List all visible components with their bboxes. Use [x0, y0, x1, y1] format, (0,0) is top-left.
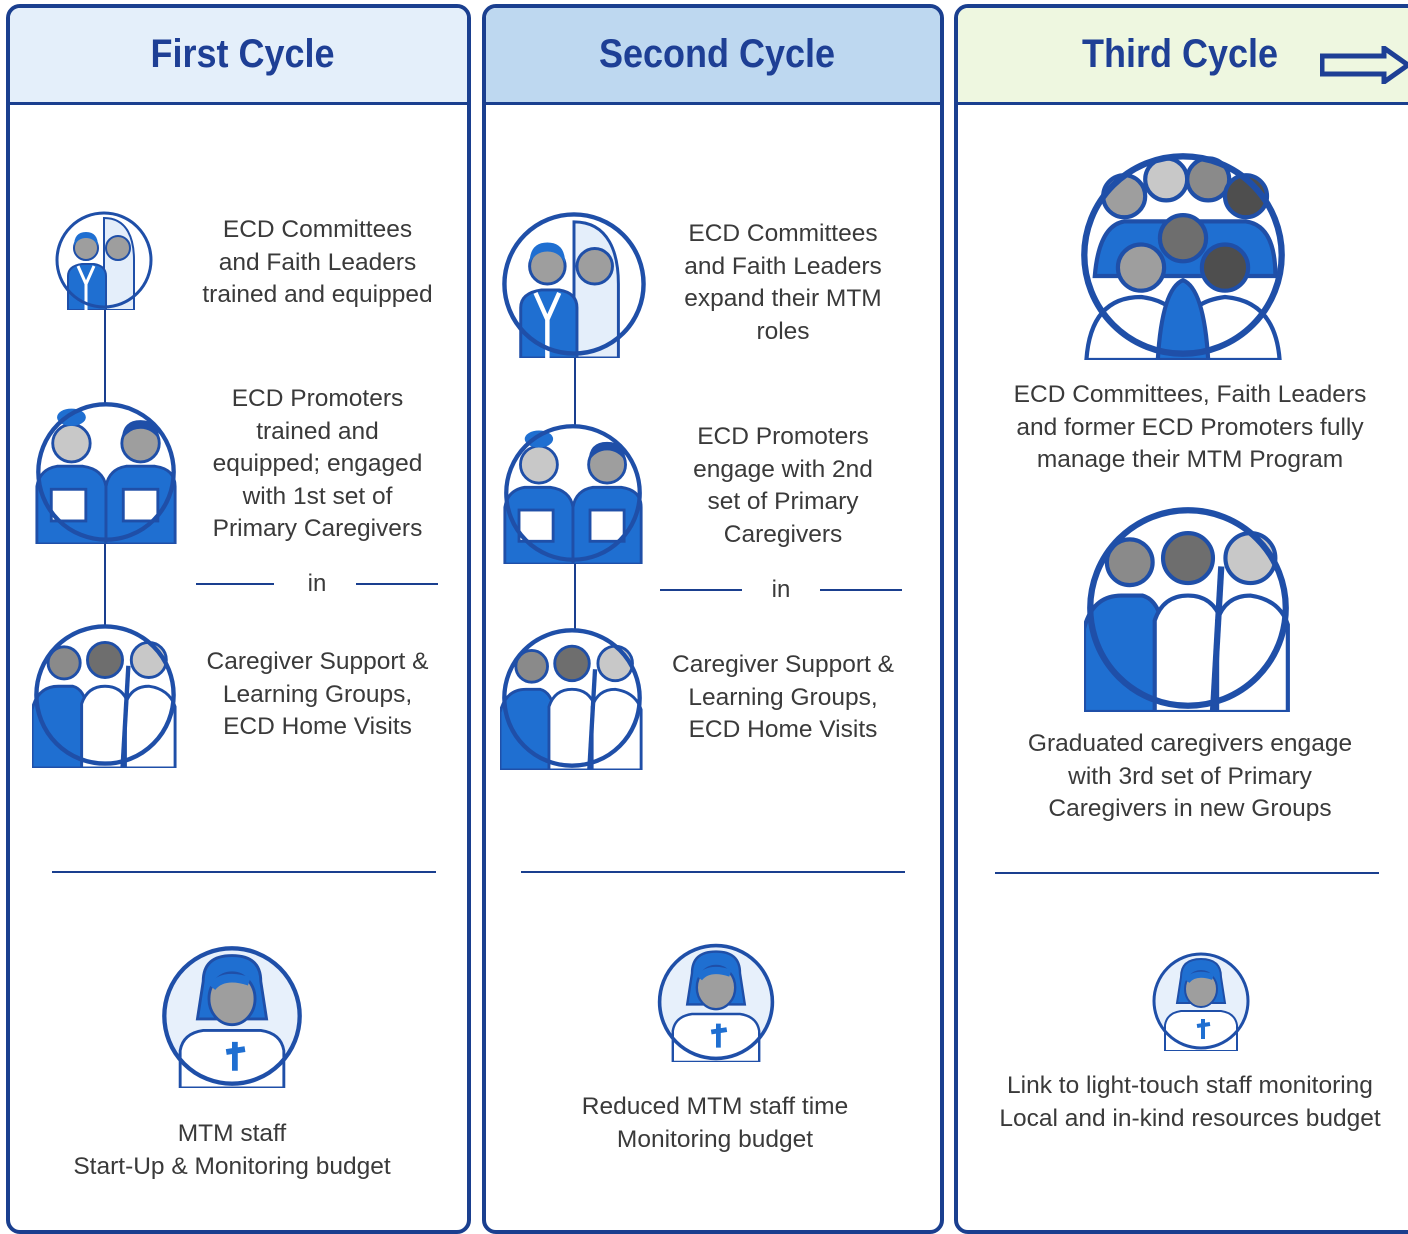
section-divider [52, 871, 436, 873]
community-group-icon [1078, 150, 1288, 360]
third-staff-text: Link to light-touch staff monitoring Loc… [999, 1072, 1381, 1132]
promoters-icon [502, 422, 644, 564]
first-staff-text: MTM staff Start-Up & Monitoring budget [73, 1120, 391, 1180]
first-cycle-header: First Cycle [10, 8, 467, 105]
in-divider-left [196, 583, 274, 585]
section-divider [521, 871, 905, 873]
first-step-promoters-text: ECD Promoters trained and equipped; enga… [212, 385, 423, 542]
third-step-management-text: ECD Committees, Faith Leaders and former… [1013, 381, 1367, 473]
in-divider-right [820, 589, 902, 591]
graduated-caregivers-icon [1084, 504, 1292, 712]
third-cycle-panel: Third Cycle ECD Committees, Faith Leader… [954, 4, 1408, 1234]
mtm-staff-icon [1151, 951, 1251, 1051]
second-step-groups-text: Caregiver Support & Learning Groups, ECD… [672, 651, 894, 743]
second-staff-text: Reduced MTM staff time Monitoring budget [581, 1093, 849, 1153]
second-cycle-panel: Second Cycle ECD Committees and Faith Le… [482, 4, 944, 1234]
first-step-leaders-text: ECD Committees and Faith Leaders trained… [202, 216, 433, 308]
groups-icon [32, 622, 178, 768]
section-divider [995, 872, 1379, 874]
first-cycle-panel: First Cycle ECD Committees and Faith Lea… [6, 4, 471, 1234]
leaders-icon [500, 210, 648, 358]
third-step-caregivers-text: Graduated caregivers engage with 3rd set… [1027, 730, 1353, 822]
right-arrow-icon [1320, 46, 1408, 84]
second-cycle-title: Second Cycle [598, 32, 836, 76]
leaders-icon [54, 210, 154, 310]
in-label: in [307, 570, 327, 597]
promoters-icon [34, 400, 178, 544]
in-label: in [771, 576, 791, 603]
in-divider-left [660, 589, 742, 591]
in-divider-right [356, 583, 438, 585]
third-cycle-title: Third Cycle [1081, 32, 1279, 76]
first-cycle-title: First Cycle [150, 32, 335, 76]
groups-icon [500, 626, 644, 770]
second-step-promoters-text: ECD Promoters engage with 2nd set of Pri… [693, 423, 873, 548]
mtm-staff-icon [160, 944, 304, 1088]
mtm-staff-icon [656, 942, 776, 1062]
third-cycle-header: Third Cycle [958, 8, 1408, 105]
second-step-leaders-text: ECD Committees and Faith Leaders expand … [684, 220, 882, 345]
first-step-groups-text: Caregiver Support & Learning Groups, ECD… [206, 648, 429, 740]
second-cycle-header: Second Cycle [486, 8, 940, 105]
